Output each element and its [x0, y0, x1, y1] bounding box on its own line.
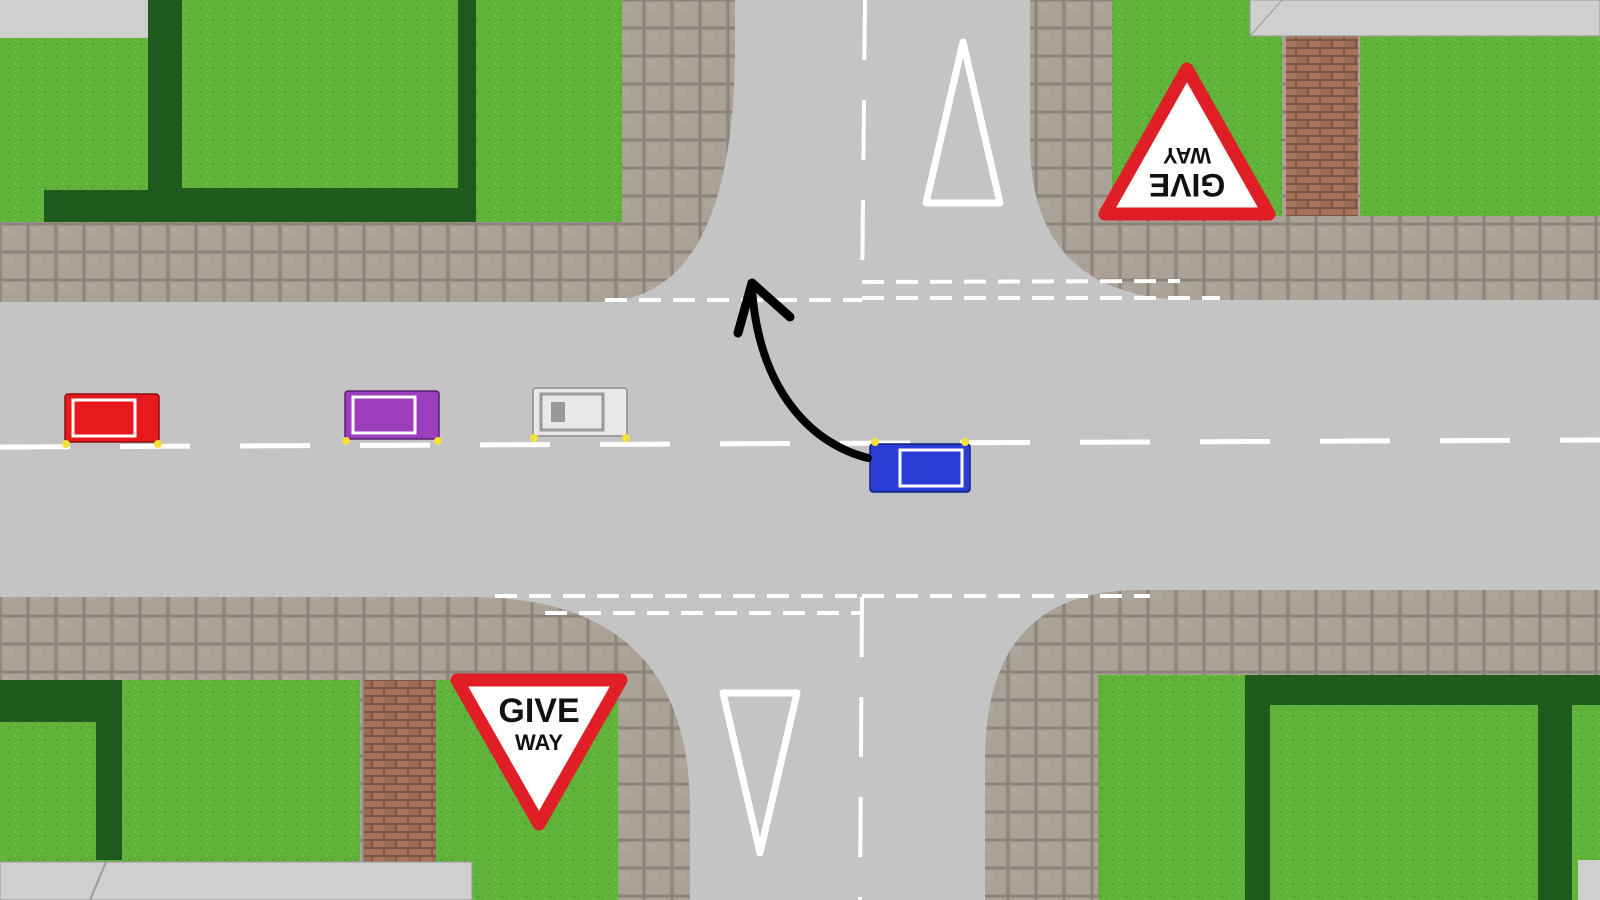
top-give-way-line-1: [861, 279, 1181, 284]
sign-top-line1: GIVE: [1149, 167, 1225, 203]
sign-top-triangle: [1098, 62, 1276, 221]
arrow-head: [733, 278, 795, 338]
bottom-road-triangle-marking: [719, 689, 801, 857]
top-right-grey-roof: [1249, 0, 1600, 37]
bottom-road-centre-line: [858, 596, 864, 900]
sign-bottom-triangle: [450, 673, 628, 831]
bottom-right-block: [985, 590, 1600, 900]
bottom-left-block: [0, 597, 690, 900]
give-way-sign-bottom: GIVE WAY: [450, 673, 628, 831]
bottom-right-garden: [1098, 675, 1600, 900]
red-car: [62, 393, 162, 448]
sign-top-line2: WAY: [1163, 143, 1211, 168]
give-way-sign-top: GIVE WAY: [1098, 62, 1276, 221]
bottom-left-grey-roof: [0, 861, 473, 900]
vehicles: [62, 387, 971, 493]
top-left-grey-roof: [0, 0, 148, 38]
bottom-right-grey-roof: [1578, 860, 1600, 900]
top-road-centre-line: [860, 0, 867, 301]
white-car: [530, 387, 630, 442]
bottom-right-hedge: [1245, 675, 1600, 900]
sign-bottom-line1: GIVE: [498, 692, 579, 730]
purple-car: [342, 390, 442, 445]
top-left-hedge: [44, 0, 476, 222]
sign-bottom-line2: WAY: [515, 730, 563, 755]
arrow-curve: [748, 286, 872, 462]
blue-car: [869, 438, 971, 493]
bottom-left-hedge: [0, 680, 122, 860]
bottom-left-roof-ridge: [89, 861, 107, 900]
top-road-triangle-marking: [922, 38, 1004, 207]
main-road-centre-line: [0, 437, 1600, 450]
top-right-block: [1030, 0, 1600, 300]
top-left-block: [0, 0, 735, 302]
right-turn-arrow: [733, 278, 872, 462]
